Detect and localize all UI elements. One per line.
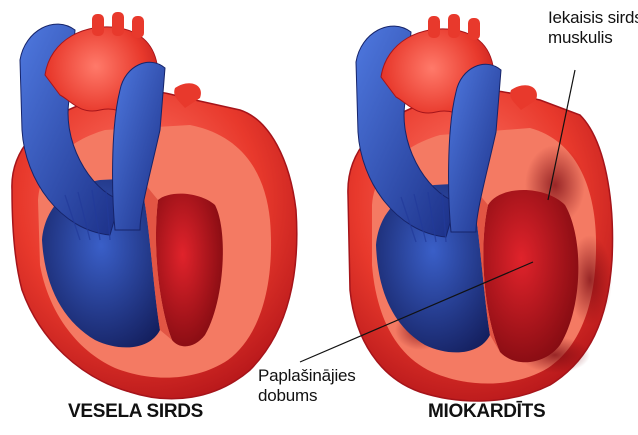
inflamed-muscle-label-line1: Iekaisis sirds <box>548 8 638 28</box>
myocarditis-dilated-left-ventricle <box>483 190 578 362</box>
healthy-aorta-branch-1 <box>92 14 104 36</box>
myocarditis-heart <box>348 14 613 401</box>
myocarditis-caption: MIOKARDĪTS <box>428 401 545 423</box>
healthy-heart <box>12 12 297 399</box>
myocarditis-aorta-branch-1 <box>428 16 440 38</box>
myocarditis-aorta-branch-3 <box>468 18 480 40</box>
healthy-aorta-branch-3 <box>132 16 144 38</box>
dilated-cavity-label: Paplašinājies dobums <box>258 366 356 406</box>
dilated-cavity-label-line1: Paplašinājies <box>258 366 356 386</box>
inflamed-muscle-label: Iekaisis sirds muskulis <box>548 8 638 48</box>
myocarditis-aorta-branch-2 <box>448 14 460 38</box>
healthy-heart-caption: VESELA SIRDS <box>68 401 203 423</box>
healthy-aorta-branch-2 <box>112 12 124 36</box>
dilated-cavity-label-line2: dobums <box>258 386 356 406</box>
inflamed-muscle-label-line2: muskulis <box>548 28 638 48</box>
